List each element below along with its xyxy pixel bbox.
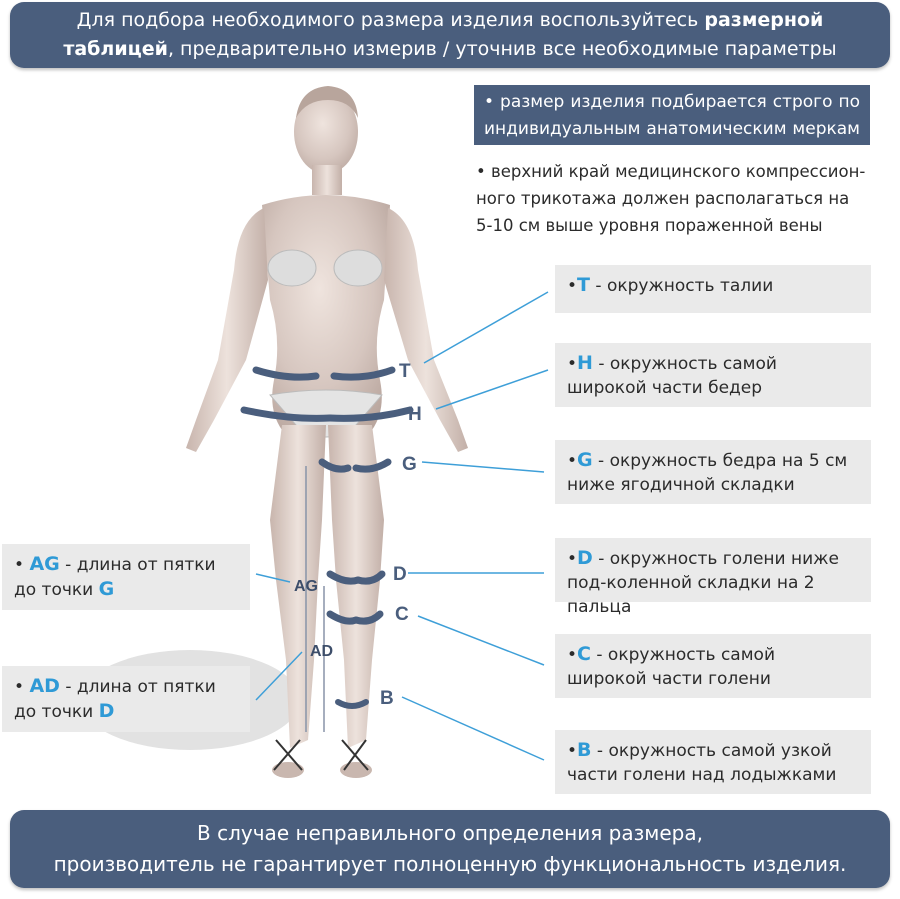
mark-C: C — [395, 604, 409, 625]
mark-B: B — [380, 688, 394, 709]
code-B: B — [577, 739, 592, 761]
left-arm — [186, 208, 268, 452]
calf-c-band — [326, 610, 384, 625]
code-C: C — [577, 643, 591, 665]
code-AD: AD — [29, 675, 60, 697]
right-leg — [328, 425, 384, 748]
left-leg — [270, 425, 326, 748]
waist-band — [252, 366, 396, 381]
label-B: •B - окружность самой узкой части голени… — [555, 730, 871, 794]
label-D: •D - окружность голени ниже под-коленной… — [555, 538, 871, 617]
footer-banner: В случае неправильного определения разме… — [10, 810, 890, 888]
ankle-band — [335, 699, 369, 709]
mark-D: D — [393, 564, 407, 585]
header-banner: Для подбора необходимого размера изделия… — [10, 2, 890, 68]
label-C: •C - окружность самой широкой части голе… — [555, 634, 871, 698]
mark-AG: AG — [294, 578, 318, 595]
mark-T: T — [399, 361, 411, 382]
label-AD: • AD - длина от пятки до точки D — [2, 666, 250, 732]
label-H: •H - окружность самой широкой части беде… — [555, 343, 871, 407]
thigh-band — [318, 458, 392, 473]
label-T: •T - окружность талии — [555, 265, 871, 313]
right-arm — [384, 208, 468, 452]
calf-d-band — [326, 570, 386, 585]
mark-H: H — [408, 404, 422, 425]
mark-G: G — [402, 454, 417, 475]
code-T: T — [577, 274, 590, 296]
code-G: G — [577, 449, 593, 471]
note-fit-rule: • размер изделия подбирается строго по и… — [474, 85, 870, 145]
head — [294, 90, 358, 174]
hip-band — [240, 406, 414, 422]
header-line-2: таблицей, предварительно измерив / уточн… — [63, 38, 837, 60]
label-G: •G - окружность бедра на 5 см ниже ягоди… — [555, 440, 871, 504]
footer-line-1: В случае неправильного определения разме… — [197, 821, 703, 845]
label-AG: • AG - длина от пятки до точки G — [2, 544, 250, 610]
footer-line-2: производитель не гарантирует полноценную… — [53, 852, 847, 876]
code-D: D — [577, 547, 593, 569]
header-line-1: Для подбора необходимого размера изделия… — [76, 9, 824, 31]
note-top-edge: • верхний край медицинского компрессион-… — [476, 162, 866, 235]
code-AG: AG — [29, 553, 60, 575]
code-H: H — [577, 352, 593, 374]
mark-AD: AD — [310, 643, 333, 660]
